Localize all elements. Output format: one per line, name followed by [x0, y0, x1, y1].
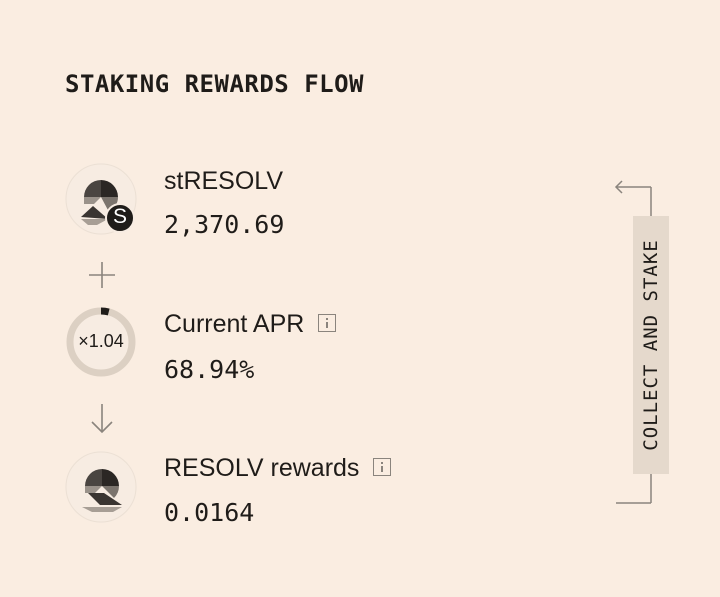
rewards-label: RESOLV rewards: [164, 454, 360, 482]
apr-multiplier: ×1.04: [78, 331, 124, 351]
resolv-token-icon: [64, 449, 140, 525]
stresolv-value: 2,370.69: [164, 210, 285, 239]
arrow-down-icon: [88, 402, 116, 441]
rewards-label-row: RESOLV rewards: [164, 454, 392, 483]
plus-icon: [87, 260, 117, 295]
stresolv-token-icon: S: [64, 162, 140, 238]
apr-ring-icon: ×1.04: [64, 305, 140, 381]
apr-info-icon[interactable]: [318, 314, 337, 333]
rewards-info-icon[interactable]: [373, 458, 392, 477]
collect-bracket: [610, 176, 660, 515]
collect-and-stake-box: [633, 216, 669, 474]
collect-and-stake-label: COLLECT AND STAKE: [640, 239, 662, 451]
apr-label: Current APR: [164, 310, 305, 338]
stresolv-label: stRESOLV: [164, 167, 284, 195]
apr-label-row: Current APR: [164, 310, 337, 339]
rewards-value: 0.0164: [164, 498, 255, 527]
stresolv-badge-letter: S: [113, 205, 128, 228]
apr-value: 68.94%: [164, 355, 255, 384]
page-title: STAKING REWARDS FLOW: [65, 70, 364, 98]
